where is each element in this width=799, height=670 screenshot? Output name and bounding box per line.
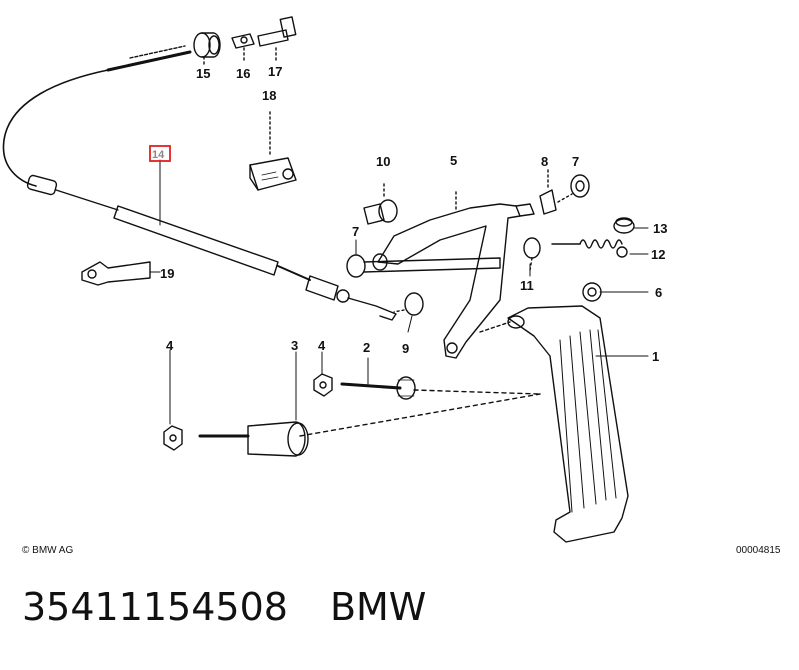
label-11[interactable]: 11 [520, 278, 534, 293]
label-15[interactable]: 15 [196, 66, 210, 81]
image-number: 00004815 [736, 545, 781, 556]
washer-6 [582, 282, 602, 302]
brand-name: BMW [329, 585, 427, 629]
leader-lines [149, 159, 649, 425]
copyright-text: © BMW AG [22, 545, 73, 556]
label-10[interactable]: 10 [376, 154, 390, 169]
label-7-lower[interactable]: 7 [352, 224, 359, 239]
pedal-lever-5 [377, 191, 535, 359]
pedal-1 [479, 305, 629, 543]
bolt-17 [257, 16, 297, 61]
label-4-lower[interactable]: 4 [166, 338, 174, 353]
label-14[interactable]: 14 [152, 149, 165, 161]
spring-12 [551, 239, 628, 258]
bushing-7-top [557, 174, 590, 203]
label-2[interactable]: 2 [363, 340, 370, 355]
nut-4-upper [313, 373, 333, 397]
bracket-18 [249, 111, 297, 191]
accelerator-cable [2, 45, 397, 321]
label-7-upper[interactable]: 7 [572, 154, 579, 169]
adjuster-2 [340, 376, 541, 400]
label-19[interactable]: 19 [160, 266, 174, 281]
label-8[interactable]: 8 [541, 154, 548, 169]
clip-19 [81, 261, 151, 286]
label-4-upper[interactable]: 4 [318, 338, 326, 353]
part-labels: 1 2 3 4 4 5 6 7 7 8 9 10 11 12 13 14 15 … [152, 64, 667, 364]
clip-8 [539, 169, 557, 215]
parts-diagram: 1 2 3 4 4 5 6 7 7 8 9 10 11 12 13 14 15 … [2, 16, 781, 556]
footer-caption: 35411154508 BMW [22, 585, 426, 629]
pivot-shaft [346, 253, 501, 316]
cap-13 [613, 217, 635, 234]
label-13[interactable]: 13 [653, 221, 667, 236]
label-18[interactable]: 18 [262, 88, 276, 103]
label-5[interactable]: 5 [450, 153, 457, 168]
label-17[interactable]: 17 [268, 64, 282, 79]
clip-16 [231, 33, 255, 61]
part-number: 35411154508 [22, 585, 288, 629]
label-9[interactable]: 9 [402, 341, 409, 356]
stop-3 [198, 393, 541, 457]
label-6[interactable]: 6 [655, 285, 662, 300]
bushing-11 [523, 237, 541, 271]
label-3[interactable]: 3 [291, 338, 298, 353]
stop-screw-10 [363, 183, 398, 225]
label-12[interactable]: 12 [651, 247, 665, 262]
label-16[interactable]: 16 [236, 66, 250, 81]
nut-4-lower [163, 425, 183, 451]
grommet-15 [193, 32, 221, 65]
highlight-box-14 [149, 145, 171, 162]
label-1[interactable]: 1 [652, 349, 659, 364]
